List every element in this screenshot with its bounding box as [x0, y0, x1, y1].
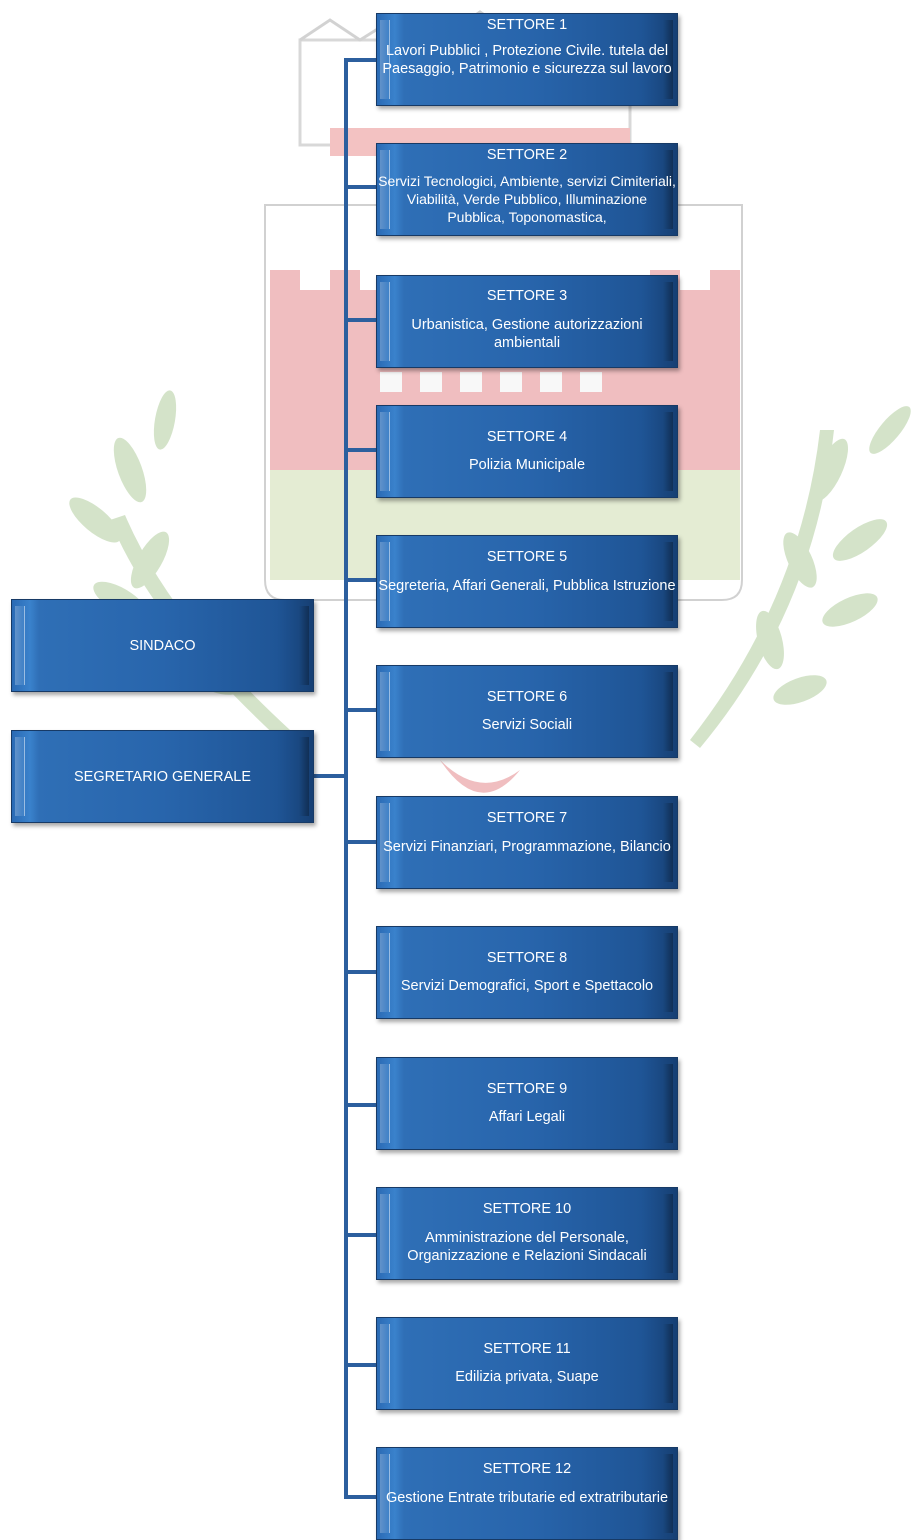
settore-9-box: SETTORE 9 Affari Legali [376, 1057, 678, 1150]
settore-6-description: Servizi Sociali [481, 717, 573, 733]
settore-2-title: SETTORE 2 [486, 147, 568, 163]
settore-3-box: SETTORE 3 Urbanistica, Gestione autorizz… [376, 275, 678, 368]
settore-1-box: SETTORE 1 Lavori Pubblici , Protezione C… [376, 13, 678, 106]
settore-8-description: Servizi Demografici, Sport e Spettacolo [400, 978, 654, 994]
segretario-generale-box: SEGRETARIO GENERALE [11, 730, 314, 823]
settore-10-title: SETTORE 10 [482, 1201, 572, 1217]
settore-6-title: SETTORE 6 [486, 689, 568, 705]
settore-5-title: SETTORE 5 [486, 549, 568, 565]
settore-11-box: SETTORE 11 Edilizia privata, Suape [376, 1317, 678, 1410]
segretario-generale-label: SEGRETARIO GENERALE [74, 768, 251, 785]
settore-12-title: SETTORE 12 [482, 1461, 572, 1477]
settore-10-box: SETTORE 10 Amministrazione del Personale… [376, 1187, 678, 1280]
settore-11-title: SETTORE 11 [483, 1341, 571, 1357]
settore-12-box: SETTORE 12 Gestione Entrate tributarie e… [376, 1447, 678, 1540]
settore-1-description: Lavori Pubblici , Protezione Civile. tut… [382, 43, 672, 77]
settore-12-description: Gestione Entrate tributarie ed extratrib… [385, 1490, 669, 1506]
settore-4-box: SETTORE 4 Polizia Municipale [376, 405, 678, 498]
settore-3-description: Urbanistica, Gestione autorizzazioni amb… [411, 317, 643, 351]
settore-2-description: Servizi Tecnologici, Ambiente, servizi C… [378, 173, 676, 225]
settore-3-title: SETTORE 3 [486, 288, 568, 304]
settore-8-title: SETTORE 8 [486, 950, 568, 966]
settore-9-description: Affari Legali [488, 1109, 566, 1125]
settore-7-description: Servizi Finanziari, Programmazione, Bila… [383, 839, 671, 855]
settore-4-title: SETTORE 4 [486, 429, 568, 445]
settore-8-box: SETTORE 8 Servizi Demografici, Sport e S… [376, 926, 678, 1019]
settore-7-title: SETTORE 7 [486, 810, 568, 826]
settore-1-title: SETTORE 1 [486, 17, 568, 33]
settore-4-description: Polizia Municipale [468, 457, 586, 473]
settore-11-description: Edilizia privata, Suape [455, 1369, 599, 1385]
settore-10-description: Amministrazione del Personale, Organizza… [407, 1230, 647, 1264]
settore-5-box: SETTORE 5 Segreteria, Affari Generali, P… [376, 535, 678, 628]
settore-6-box: SETTORE 6 Servizi Sociali [376, 665, 678, 758]
settore-2-box: SETTORE 2 Servizi Tecnologici, Ambiente,… [376, 143, 678, 236]
shield-watermark [264, 204, 743, 601]
settore-9-title: SETTORE 9 [486, 1081, 568, 1097]
settore-7-box: SETTORE 7 Servizi Finanziari, Programmaz… [376, 796, 678, 889]
sindaco-label: SINDACO [129, 637, 196, 654]
settore-5-description: Segreteria, Affari Generali, Pubblica Is… [378, 578, 676, 594]
sindaco-box: SINDACO [11, 599, 314, 692]
